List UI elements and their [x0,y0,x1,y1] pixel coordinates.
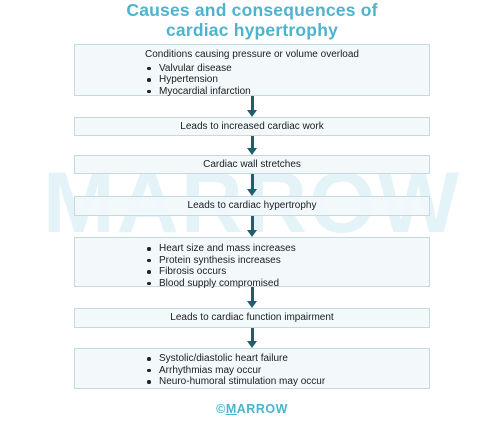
arrow-down-icon [247,96,257,117]
list-item: Arrhythmias may occur [145,365,429,377]
list-item: Hypertension [145,74,429,86]
list-item: Fibrosis occurs [145,266,429,278]
list-item: Heart size and mass increases [145,243,429,255]
box-wall-stretches-text: Cardiac wall stretches [203,158,301,170]
box-conditions: Conditions causing pressure or volume ov… [74,44,430,98]
outcomes-list: Systolic/diastolic heart failure Arrhyth… [75,349,429,388]
arrow-down-icon [247,287,257,308]
box-increased-work-text: Leads to increased cardiac work [180,120,324,132]
diagram-title: Causes and consequences of cardiac hyper… [0,0,504,40]
box-hypertrophy-text: Leads to cardiac hypertrophy [187,200,317,212]
arrow-down-icon [247,328,257,348]
box-function-impairment-text: Leads to cardiac function impairment [170,312,334,324]
list-item: Neuro-humoral stimulation may occur [145,376,429,388]
list-item: Valvular disease [145,63,429,75]
logo-initial: M [225,402,237,416]
list-item: Myocardial infarction [145,86,429,98]
box-outcomes: Systolic/diastolic heart failure Arrhyth… [74,348,430,389]
box-function-impairment: Leads to cardiac function impairment [74,308,430,328]
box-hypertrophy: Leads to cardiac hypertrophy [74,196,430,216]
arrow-down-icon [247,216,257,237]
list-item: Protein synthesis increases [145,255,429,267]
logo-rest: ARROW [236,402,288,416]
box-conditions-heading: Conditions causing pressure or volume ov… [144,49,359,60]
copyright-symbol: © [216,402,226,416]
title-line-1: Causes and consequences of [126,0,378,20]
list-item: Systolic/diastolic heart failure [145,353,429,365]
arrow-down-icon [247,136,257,155]
effects-list: Heart size and mass increases Protein sy… [75,238,429,289]
conditions-list: Valvular disease Hypertension Myocardial… [75,61,429,98]
box-increased-work: Leads to increased cardiac work [74,117,430,136]
title-line-2: cardiac hypertrophy [165,20,339,40]
marrow-logo: ©MARROW [0,402,504,416]
box-effects: Heart size and mass increases Protein sy… [74,237,430,289]
list-item: Blood supply compromised [145,278,429,290]
arrow-down-icon [247,174,257,196]
box-wall-stretches: Cardiac wall stretches [74,155,430,174]
